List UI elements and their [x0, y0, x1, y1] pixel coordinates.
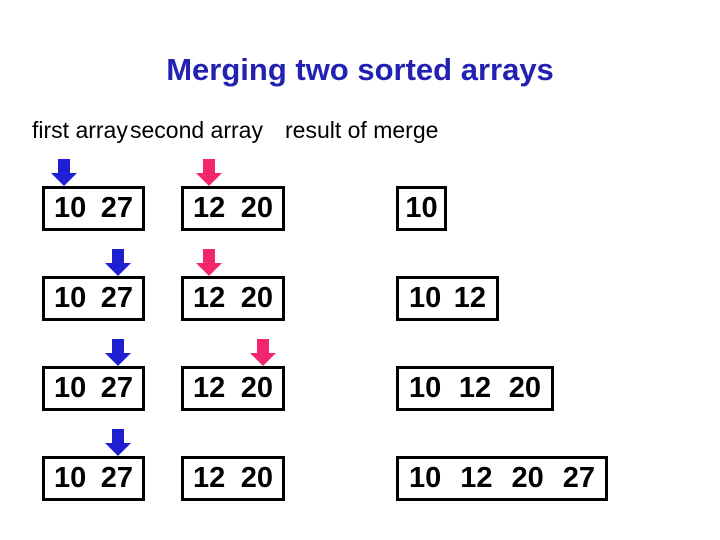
column-header-second-array: second array [130, 117, 263, 143]
array-value: 12 [193, 462, 226, 494]
array-value: 12 [453, 282, 486, 314]
second-array-box: 12 20 [181, 186, 285, 231]
array-value: 10 [409, 462, 442, 494]
second-array-box: 12 20 [181, 276, 285, 321]
first-array-box: 10 27 [42, 456, 145, 501]
array-value: 27 [100, 372, 133, 404]
second-array-box: 12 20 [181, 366, 285, 411]
array-value: 12 [460, 462, 493, 494]
array-value: 27 [100, 282, 133, 314]
merge-step-row-2: 10 27 12 20 10 12 [0, 249, 720, 324]
merge-step-row-4: 10 27 12 20 10 12 20 27 [0, 429, 720, 504]
second-array-pointer-arrow-icon [196, 159, 222, 186]
second-array-pointer-arrow-icon [250, 339, 276, 366]
array-value: 27 [562, 462, 595, 494]
array-value: 12 [193, 372, 226, 404]
result-array-box: 10 [396, 186, 447, 231]
first-array-box: 10 27 [42, 366, 145, 411]
array-value: 10 [54, 192, 87, 224]
array-value: 10 [405, 192, 438, 224]
array-value: 20 [240, 282, 273, 314]
first-array-box: 10 27 [42, 186, 145, 231]
merge-step-row-3: 10 27 12 20 10 12 20 [0, 339, 720, 414]
column-header-first-array: first array [32, 117, 128, 143]
array-value: 12 [193, 192, 226, 224]
first-array-pointer-arrow-icon [105, 249, 131, 276]
array-value: 10 [409, 282, 442, 314]
array-value: 27 [100, 462, 133, 494]
array-value: 10 [54, 372, 87, 404]
array-value: 20 [508, 372, 541, 404]
array-value: 10 [54, 462, 87, 494]
first-array-pointer-arrow-icon [105, 339, 131, 366]
array-value: 12 [458, 372, 492, 404]
array-value: 20 [511, 462, 544, 494]
first-array-box: 10 27 [42, 276, 145, 321]
result-array-box: 10 12 [396, 276, 499, 321]
result-array-box: 10 12 20 [396, 366, 554, 411]
array-value: 20 [240, 192, 273, 224]
result-array-box: 10 12 20 27 [396, 456, 608, 501]
second-array-pointer-arrow-icon [196, 249, 222, 276]
column-header-result-of-merge: result of merge [285, 117, 439, 143]
merge-step-row-1: 10 27 12 20 10 [0, 159, 720, 234]
array-value: 27 [100, 192, 133, 224]
slide-title: Merging two sorted arrays [166, 52, 554, 87]
array-value: 12 [193, 282, 226, 314]
array-value: 20 [240, 372, 273, 404]
array-value: 20 [240, 462, 273, 494]
array-value: 10 [409, 372, 442, 404]
second-array-box: 12 20 [181, 456, 285, 501]
first-array-pointer-arrow-icon [51, 159, 77, 186]
first-array-pointer-arrow-icon [105, 429, 131, 456]
array-value: 10 [54, 282, 87, 314]
